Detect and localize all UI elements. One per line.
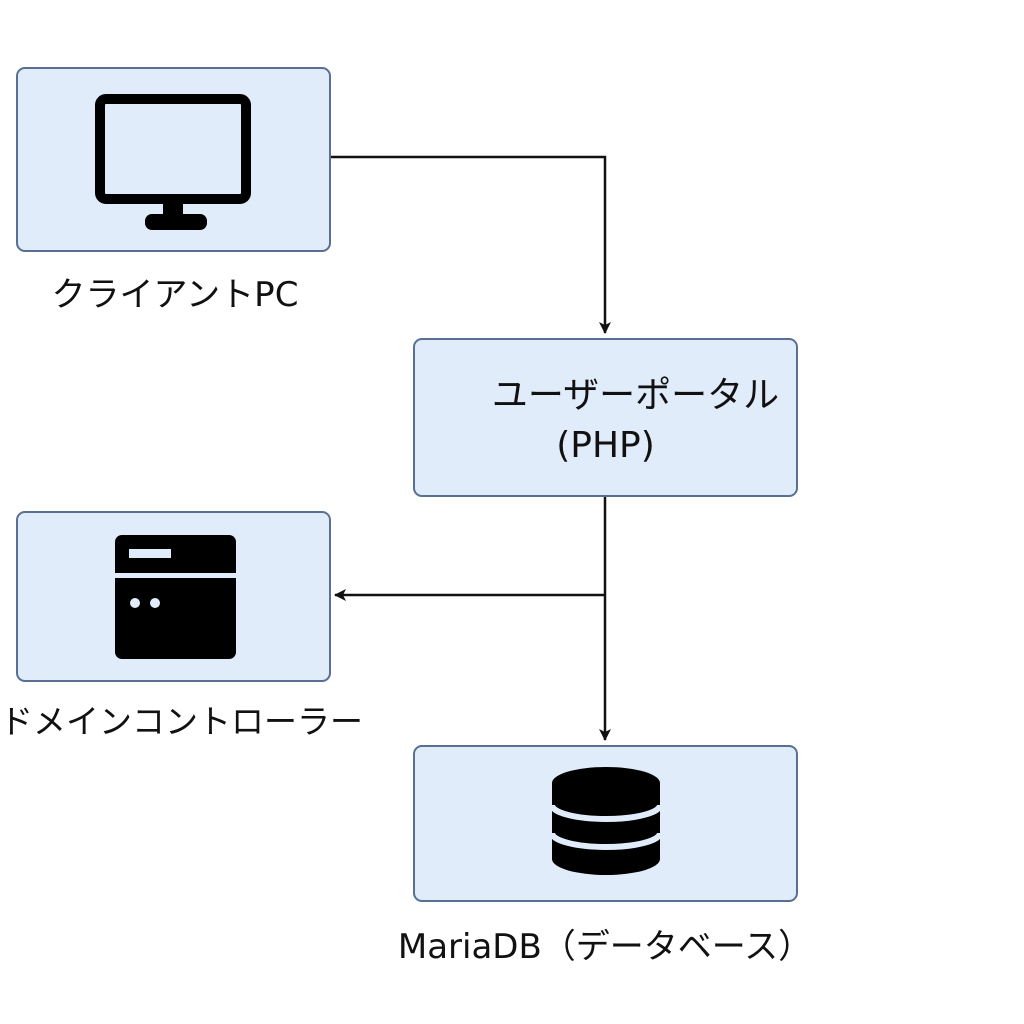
database-label: MariaDB（データベース） xyxy=(397,927,813,967)
database-node xyxy=(413,745,798,902)
database-icon xyxy=(549,767,663,875)
domain-controller-label: ドメインコントローラー xyxy=(0,702,363,741)
user-portal-subtitle: (PHP) xyxy=(556,425,655,466)
server-icon xyxy=(115,535,236,659)
edge-client-to-portal xyxy=(331,155,611,334)
domain-controller-node xyxy=(16,511,331,682)
user-portal-title: ユーザーポータル xyxy=(491,375,780,416)
client-pc-node xyxy=(16,67,331,252)
user-portal-node: ユーザーポータル (PHP) xyxy=(413,338,798,497)
monitor-icon xyxy=(95,94,251,230)
client-pc-label: クライアントPC xyxy=(51,275,299,315)
